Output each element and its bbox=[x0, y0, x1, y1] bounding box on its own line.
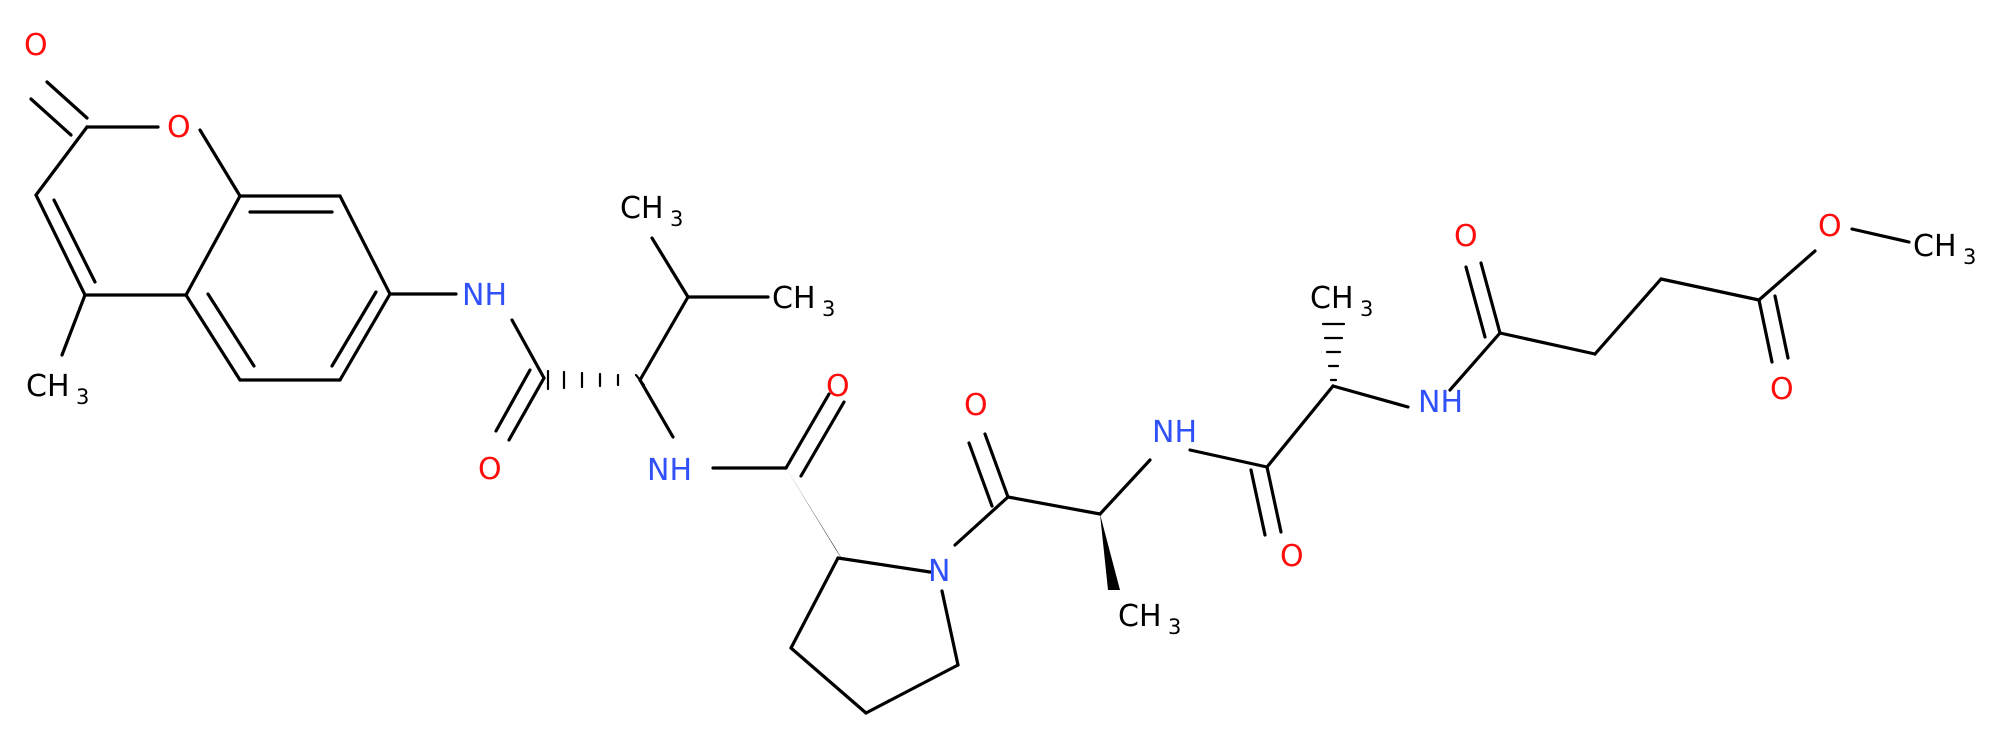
n-proline-label: N bbox=[928, 554, 950, 589]
methyl-val-top-label: CH bbox=[620, 191, 664, 226]
nh-ala1-ala2-label: NH bbox=[1152, 415, 1197, 450]
o-ring-label: O bbox=[167, 110, 191, 145]
methyl-coumarin-subscript: 3 bbox=[76, 385, 89, 409]
o-pro-carbonyl-label: O bbox=[826, 369, 850, 404]
o-succinyl-amide-label: O bbox=[1454, 219, 1478, 254]
bond-network bbox=[29, 80, 1911, 715]
o-lactone-carbonyl-label: O bbox=[24, 28, 48, 63]
nh-val-pro-label: NH bbox=[647, 453, 692, 488]
methyl-val-right-label: CH bbox=[772, 281, 816, 316]
methyl-ala2-label: CH bbox=[1310, 281, 1354, 316]
o-ester-ether-label: O bbox=[1818, 209, 1842, 244]
nh-coumarin-amide-label: NH bbox=[462, 278, 507, 313]
methyl-ala1-label: CH bbox=[1118, 599, 1162, 634]
nh-succinyl-label: NH bbox=[1418, 385, 1463, 420]
o-ala2-carbonyl-label: O bbox=[1280, 539, 1304, 574]
methyl-ala2-subscript: 3 bbox=[1360, 297, 1373, 321]
methyl-ester-label: CH bbox=[1913, 229, 1957, 264]
o-val-carbonyl-label: O bbox=[478, 452, 502, 487]
atom-labels: O O CH 3 NH CH 3 CH 3 O NH O N O NH CH 3… bbox=[24, 28, 1976, 639]
methyl-coumarin-label: CH bbox=[26, 369, 70, 404]
methyl-val-right-subscript: 3 bbox=[822, 297, 835, 321]
methyl-ester-subscript: 3 bbox=[1963, 245, 1976, 269]
methyl-val-top-subscript: 3 bbox=[670, 207, 683, 231]
o-ala1-carbonyl-label: O bbox=[964, 388, 988, 423]
o-ester-carbonyl-label: O bbox=[1770, 372, 1794, 407]
methyl-ala1-subscript: 3 bbox=[1168, 615, 1181, 639]
